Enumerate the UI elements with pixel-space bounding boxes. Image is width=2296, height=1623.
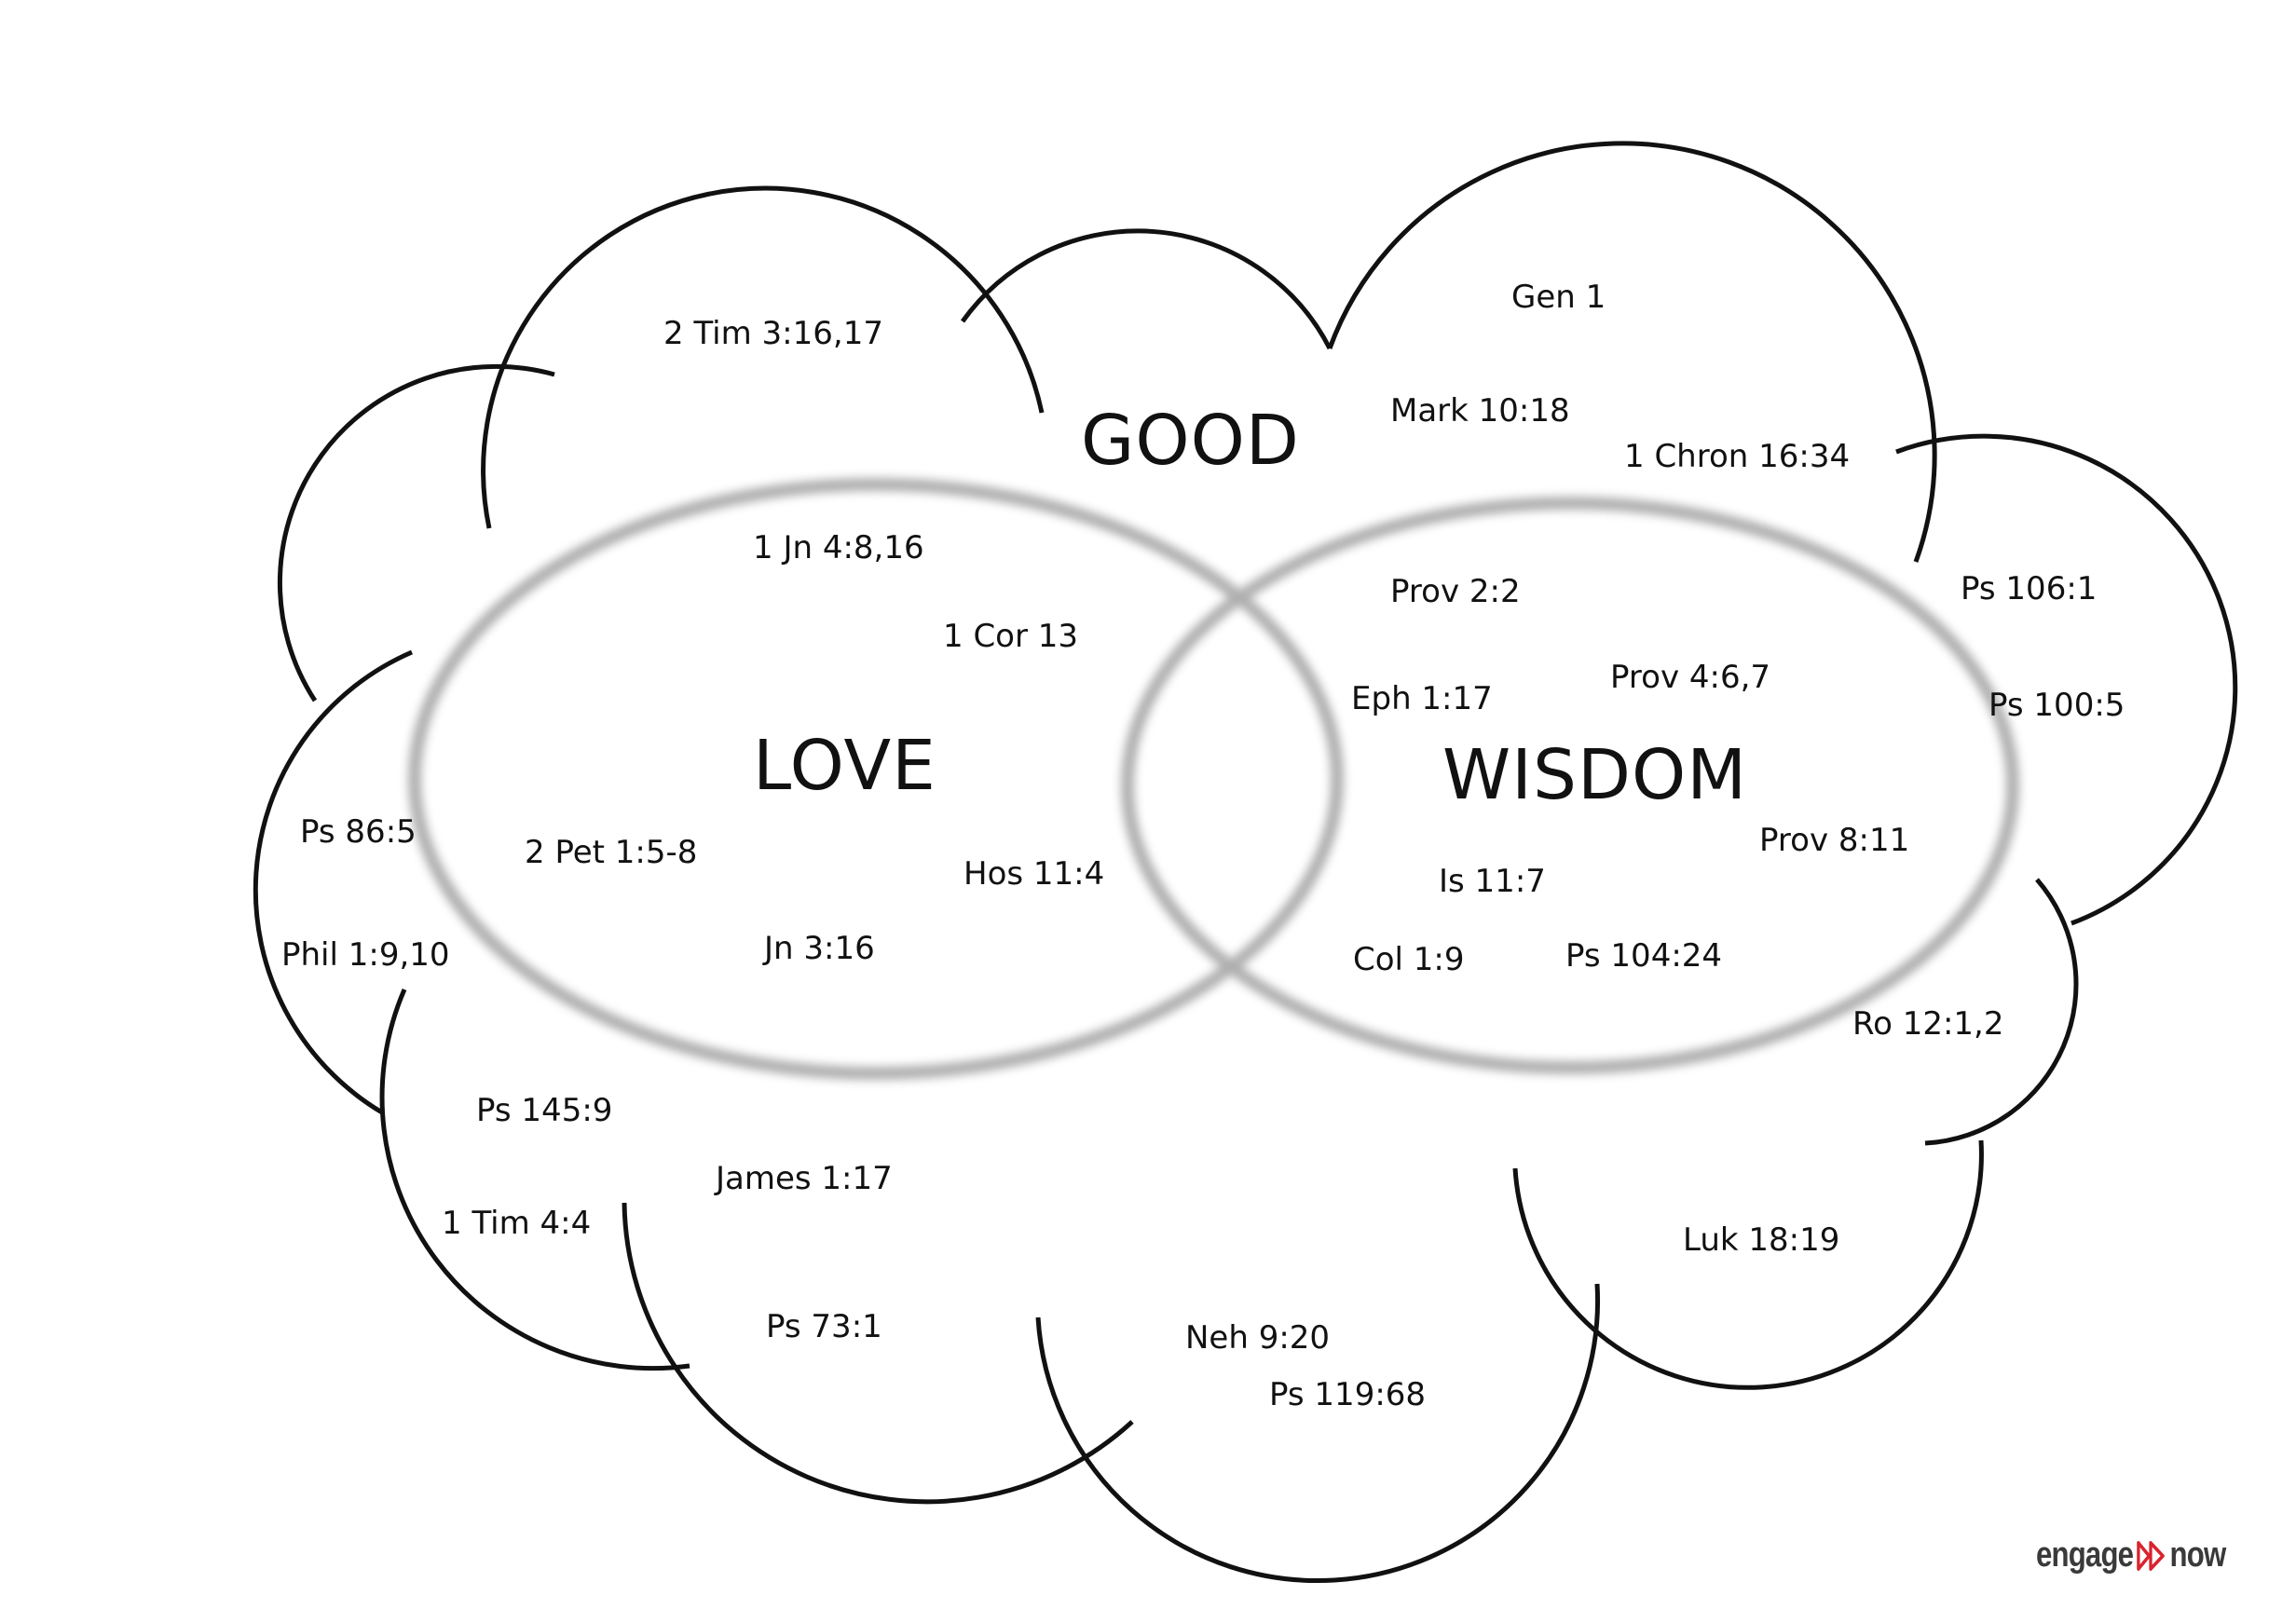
ref-label: Col 1:9 [1353,941,1465,978]
ref-label: Ps 86:5 [300,813,417,851]
cloud-arc [277,363,555,702]
ref-label: 1 Tim 4:4 [442,1205,592,1242]
ref-label: Mark 10:18 [1390,392,1570,430]
logo-word-engage: engage [2036,1535,2134,1575]
logo-word-now: now [2169,1535,2227,1575]
ref-label: Gen 1 [1511,279,1606,316]
cloud-arc [960,228,1332,350]
engage-now-logo: engage now [2036,1535,2227,1575]
ref-label: 2 Tim 3:16,17 [663,315,883,352]
cloud-arc [1924,878,2079,1146]
cloud-arc [379,989,690,1371]
set-label-good: GOOD [1081,401,1300,481]
ref-label: Phil 1:9,10 [281,936,450,974]
ref-label: Neh 9:20 [1185,1319,1331,1357]
cloud-arc [622,1202,1134,1505]
venn-circles [408,478,2019,1080]
ref-label: Prov 8:11 [1759,822,1910,859]
cloud-arc [1895,433,2238,926]
love-circle [408,478,1344,1080]
set-label-love: LOVE [753,726,936,806]
fast-forward-icon [2137,1540,2165,1571]
ref-label: Luk 18:19 [1683,1221,1840,1259]
cloud-arc [1512,1139,1984,1390]
cloud-arc [481,185,1045,529]
ref-label: 1 Chron 16:34 [1624,438,1851,475]
ref-label: Eph 1:17 [1351,680,1493,717]
ref-label: Hos 11:4 [964,855,1105,893]
ref-label: James 1:17 [716,1160,893,1197]
cloud-outline [253,141,2238,1584]
wisdom-circle [1121,497,2019,1074]
cloud-arc [1327,141,1937,563]
ref-label: Jn 3:16 [764,930,875,967]
ref-label: 2 Pet 1:5-8 [525,834,698,871]
ref-label: Is 11:7 [1439,863,1546,900]
cloud-arc [253,649,413,1115]
ref-label: 1 Cor 13 [943,618,1079,655]
ref-label: Prov 2:2 [1390,573,1521,610]
set-label-wisdom: WISDOM [1442,735,1748,815]
ref-label: Ps 104:24 [1565,937,1723,975]
ref-label: Prov 4:6,7 [1610,659,1771,696]
ref-label: Ps 145:9 [476,1092,613,1129]
cloud-arc [1035,1283,1601,1584]
ref-label: Ps 100:5 [1988,687,2125,724]
ref-label: Ps 119:68 [1269,1376,1427,1413]
ref-label: Ps 73:1 [766,1308,882,1345]
ref-label: Ps 106:1 [1961,570,2098,607]
ref-label: Ro 12:1,2 [1852,1005,2004,1043]
ref-label: 1 Jn 4:8,16 [753,529,924,566]
